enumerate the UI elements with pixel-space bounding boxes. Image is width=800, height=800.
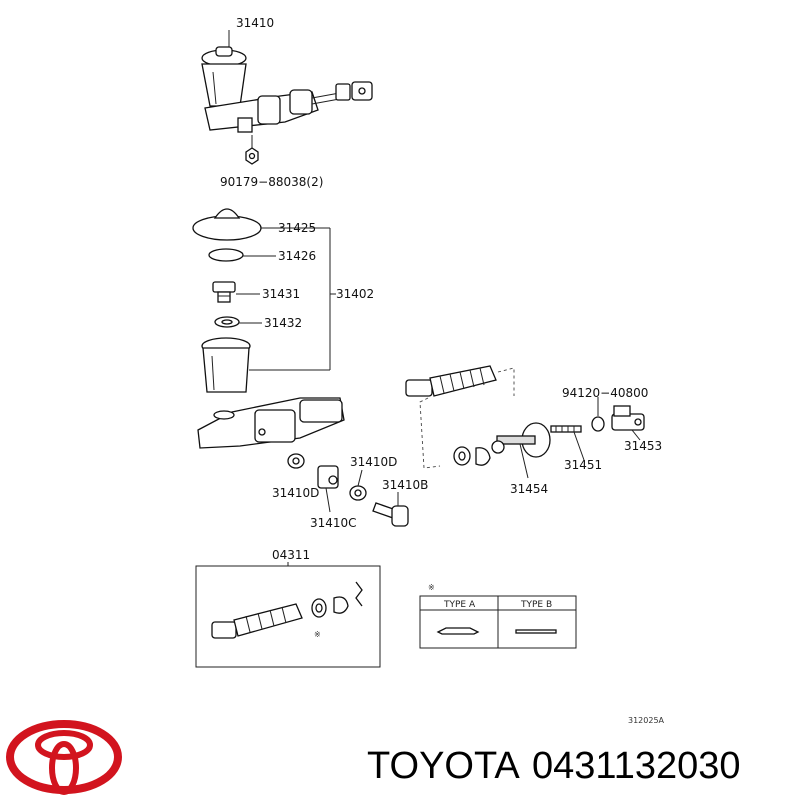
label-31410D-left: 31410D: [272, 486, 319, 500]
grommet-31432: [214, 316, 262, 328]
label-04311: 04311: [272, 548, 310, 562]
label-31402: 31402: [336, 287, 374, 301]
type-table-note-mark: ※: [428, 583, 435, 592]
label-90179-88038: 90179−88038(2): [220, 175, 323, 189]
label-31425: 31425: [278, 221, 316, 235]
label-31410C: 31410C: [310, 516, 357, 530]
union-31431: [212, 281, 260, 303]
nut-94120: [591, 397, 605, 432]
label-94120-40800: 94120−40800: [562, 386, 648, 400]
label-31431: 31431: [262, 287, 300, 301]
rod-31451: [550, 425, 585, 461]
washer-31410D-right: [349, 469, 367, 501]
label-31410: 31410: [236, 16, 274, 30]
label-31410D: 31410D: [350, 455, 397, 469]
part-number: 0431132030: [532, 745, 741, 787]
label-31410B: 31410B: [382, 478, 428, 492]
piston-31454: [491, 422, 551, 479]
toyota-logo-icon: [6, 720, 122, 795]
gasket-31426: [208, 248, 276, 262]
type-b-header: TYPE B: [520, 600, 552, 610]
washer-31410D: [287, 453, 305, 469]
bolt-31410B: [372, 492, 409, 527]
diagram-code: 312025A: [628, 716, 665, 725]
label-31426: 31426: [278, 249, 316, 263]
clevis-31453: [611, 405, 645, 441]
type-a-header: TYPE A: [443, 600, 476, 610]
brand-name: TOYOTA: [367, 745, 520, 787]
label-31432: 31432: [264, 316, 302, 330]
label-31451: 31451: [564, 458, 602, 472]
kit-note-mark: ※: [314, 630, 321, 639]
label-31453: 31453: [624, 439, 662, 453]
reservoir-cap-31425: [192, 208, 330, 241]
boot: [405, 365, 497, 397]
boot-dashed-group: [419, 367, 515, 469]
label-31454: 31454: [510, 482, 548, 496]
reservoir-body-31402: [201, 337, 330, 393]
cylinder-body: [197, 397, 345, 449]
kit-rings: [311, 581, 363, 618]
nut-90179: [245, 135, 259, 165]
union-31410C: [317, 465, 339, 513]
master-cylinder-assembly-31410: [201, 30, 373, 133]
kit-boot: [211, 603, 303, 639]
retainer-rings: [453, 446, 491, 466]
type-table: [419, 595, 577, 649]
repair-kit-box: [195, 565, 381, 668]
